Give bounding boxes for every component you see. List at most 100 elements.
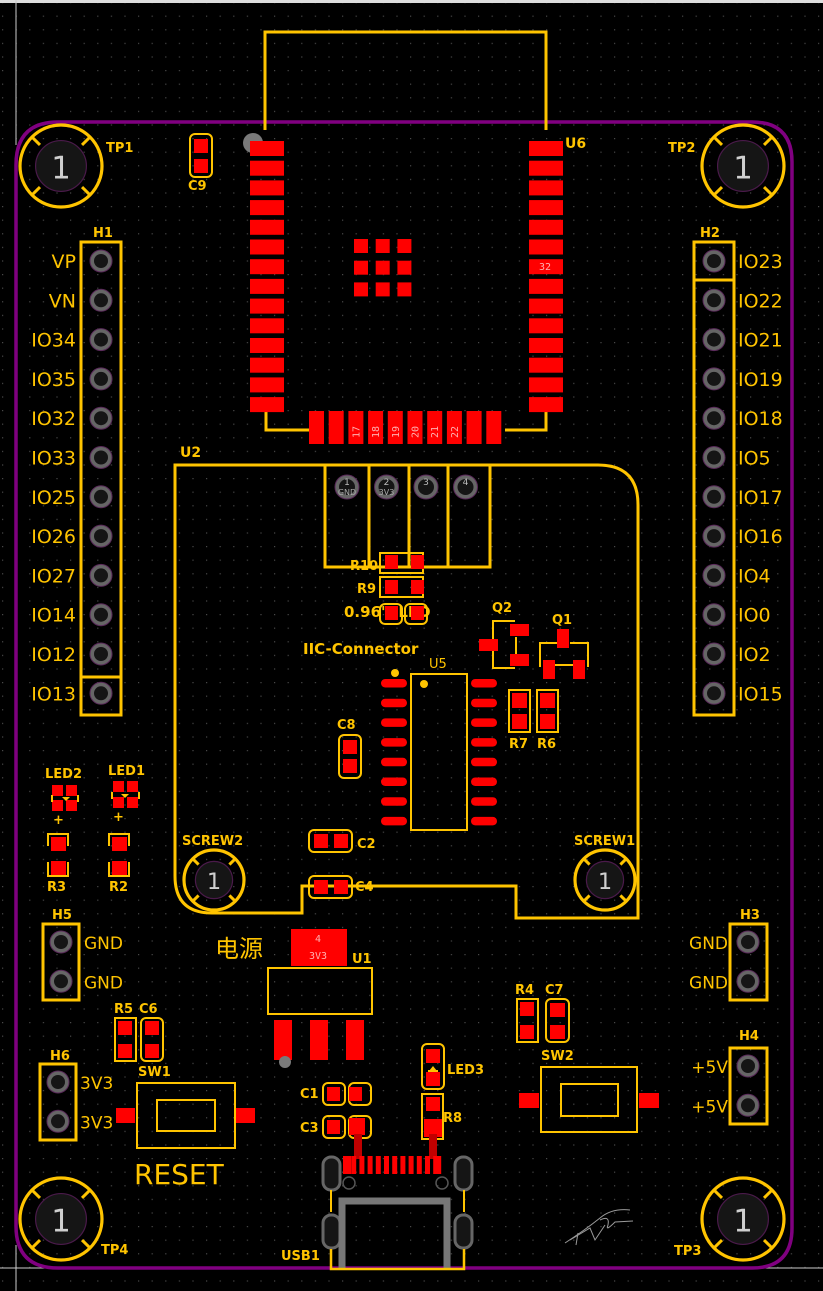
r3-resistor[interactable]: R3 [47, 833, 69, 895]
pad-hole [34, 139, 88, 193]
pin-label: IO33 [31, 448, 76, 470]
q2-transistor[interactable]: Q2 [479, 601, 529, 669]
u6-pin32-label: 32 [539, 262, 551, 273]
u6-pad [529, 160, 563, 176]
u6-pad [529, 318, 563, 334]
u6-pad [529, 219, 563, 235]
c7-capacitor[interactable]: C7 [545, 983, 570, 1043]
u5-pad [471, 816, 497, 826]
screw1-label: SCREW1 [574, 834, 635, 849]
sw1-reset-button[interactable]: SW1 RESET [116, 1065, 255, 1191]
u5-pad [381, 777, 407, 786]
c6-capacitor[interactable]: C6 [139, 1002, 164, 1062]
pin-label: IO5 [738, 448, 771, 470]
u6-pad [486, 411, 502, 444]
q1-label: Q1 [552, 613, 572, 628]
c6-label: C6 [139, 1002, 158, 1017]
pad-hole [194, 860, 234, 900]
c1-label: C1 [300, 1087, 319, 1102]
screw1-mount[interactable]: 1 [573, 848, 637, 912]
r6-resistor[interactable]: R6 [536, 689, 559, 752]
usb-pad [359, 1156, 365, 1174]
u6-pad [250, 180, 284, 196]
u5-ic[interactable]: U5 [381, 657, 497, 831]
r2-resistor[interactable]: R2 [108, 833, 130, 895]
h1-header[interactable]: H1 VPVNIO34IO35IO32IO33IO25IO26IO27IO14I… [31, 226, 123, 717]
u1-tab-pin: 4 [315, 934, 321, 945]
c9-capacitor[interactable]: C9 [188, 133, 213, 194]
r8-resistor[interactable]: R8 [421, 1093, 462, 1140]
r9-label: R9 [357, 582, 376, 597]
usb-pad [400, 1156, 406, 1174]
led3-label: LED3 [447, 1063, 484, 1078]
h2-header[interactable]: H2 IO23IO22IO21IO19IO18IO5IO17IO16IO4IO0… [692, 226, 783, 717]
tp1-testpoint[interactable]: 1 [18, 123, 104, 209]
led3[interactable]: LED3 [421, 1043, 484, 1090]
pin-label: IO2 [738, 644, 771, 666]
pin-label: IO4 [738, 565, 771, 587]
c8-capacitor[interactable]: C8 [337, 718, 362, 779]
usb1-connector[interactable]: USB1 [281, 1134, 474, 1271]
pin-label: +5V [691, 1097, 728, 1117]
pad-hole [716, 139, 770, 193]
led1[interactable]: LED1 + [108, 764, 145, 825]
tp4-testpoint[interactable]: 1 [18, 1176, 104, 1262]
u6-left-pads [250, 141, 284, 413]
pin-number: 1 [733, 1203, 753, 1239]
thermal-pad [375, 260, 390, 275]
thermal-pad [375, 239, 390, 253]
u6-pad [250, 357, 284, 373]
c4-capacitor[interactable]: C4 [308, 875, 374, 899]
u6-pad [529, 377, 563, 393]
screw2-mount[interactable]: 1 [182, 848, 246, 912]
tp2-label: TP2 [668, 141, 695, 156]
u6-pad [250, 160, 284, 176]
pin-label: GND [689, 934, 728, 954]
pad-hole [585, 860, 625, 900]
r9-resistor[interactable]: R9 [357, 576, 424, 598]
sw2-label: SW2 [541, 1049, 574, 1064]
led1-polarity: + [113, 810, 124, 825]
h4-label: H4 [739, 1029, 759, 1044]
u6-pad-number: 18 [371, 426, 382, 438]
r7-resistor[interactable]: R7 [508, 689, 531, 752]
u1-regulator[interactable]: 电源 4 3V3 U1 [215, 929, 373, 1068]
h6-label: H6 [50, 1049, 70, 1064]
u6-designator: U6 [565, 136, 586, 152]
h3-label: H3 [740, 908, 760, 923]
tp1-label: TP1 [106, 141, 133, 156]
pad-hole [34, 1192, 88, 1246]
c4-label: C4 [355, 880, 374, 895]
r10-resistor[interactable]: R10 [350, 552, 424, 574]
u6-pad [529, 338, 563, 353]
pin-label: GND [84, 934, 123, 954]
led2[interactable]: LED2 + [45, 767, 82, 828]
tp2-testpoint[interactable]: 1 [700, 123, 786, 209]
board-outline [14, 120, 794, 1270]
tp3-testpoint[interactable]: 1 [700, 1176, 786, 1262]
q1-transistor[interactable]: Q1 [539, 613, 589, 679]
c2-capacitor[interactable]: C2 [308, 829, 376, 853]
sw2-button[interactable]: SW2 [519, 1049, 659, 1133]
c5-capacitor[interactable] [379, 603, 428, 625]
thermal-pad [354, 239, 368, 253]
h4-header[interactable]: H4 +5V+5V [691, 1029, 769, 1126]
u6-pad [427, 411, 443, 444]
signature-logo [564, 1209, 634, 1246]
pin-label: IO15 [738, 683, 783, 705]
r5-resistor[interactable]: R5 [114, 1002, 137, 1062]
pin-label: GND [84, 973, 123, 993]
thermal-pad [375, 282, 390, 297]
r4-resistor[interactable]: R4 [515, 983, 539, 1043]
usb-pad [343, 1156, 351, 1174]
u5-pad [471, 738, 497, 747]
c1-capacitor[interactable]: C1 [300, 1082, 372, 1106]
usb1-label: USB1 [281, 1249, 320, 1264]
thermal-pad [354, 282, 368, 297]
